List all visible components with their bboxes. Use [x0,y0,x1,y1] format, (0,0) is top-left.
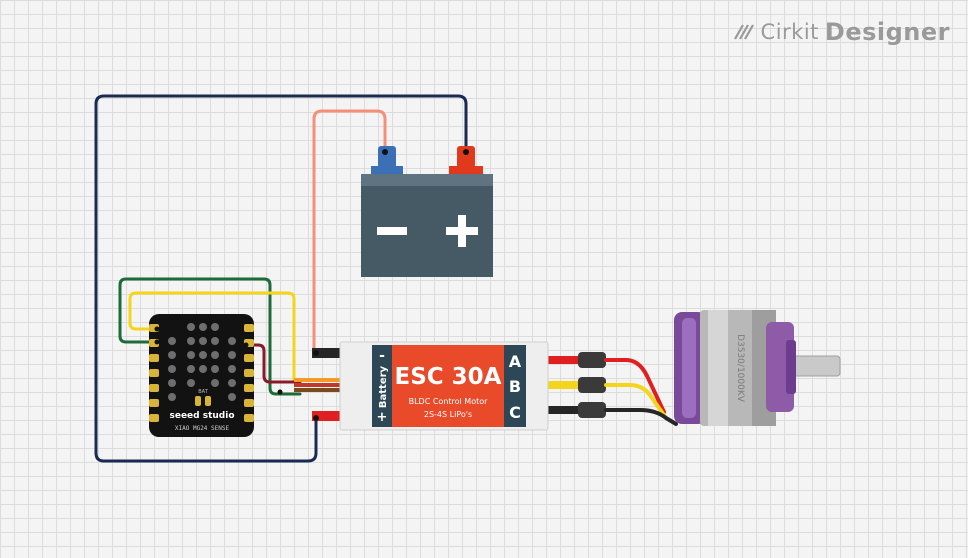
battery-top-plate [361,174,493,186]
esc-lead-brown [294,388,342,392]
esc-phase-strip [504,345,526,427]
battery-plus-sign-v [458,215,466,247]
board-brand: seeed studio [169,411,234,421]
cirkit-designer-logo: Cirkit Designer [733,18,950,46]
wire-battery-positive-to-esc[interactable] [94,94,468,463]
board-bat-label: BAT [198,389,208,395]
board-pin-5v[interactable] [243,342,249,348]
esc-pin-signal-joint[interactable] [277,389,283,395]
wires [94,94,678,463]
board-model: XIAO MG24 SENSE [175,425,230,432]
board-left-pads [149,324,159,422]
logo-product: Designer [824,18,950,46]
esc-lead-red-signal [294,383,342,387]
wire-maroon-signal[interactable] [244,343,302,384]
board-bat-pad-left [195,396,201,406]
wire-yellow-signal[interactable] [128,291,302,384]
battery-terminal-positive-base [449,166,483,174]
board-body [149,314,254,437]
board-pin-d0[interactable] [154,326,160,332]
esc-lead-battery-red [312,411,342,421]
esc-phase-b: B [509,377,521,396]
battery-minus-sign [377,227,407,235]
battery-terminal-negative[interactable] [378,146,396,168]
bullet-connector-a [578,352,606,368]
motor-wire-yellow[interactable] [604,383,668,420]
esc-module[interactable]: - Battery + ESC 30A BLDC Control Motor 2… [313,341,549,431]
board-bat-pad-right [205,396,211,406]
xiao-mg24-sense-board[interactable]: BAT seeed studio XIAO MG24 SENSE [149,314,283,437]
logo-brand: Cirkit [760,20,819,44]
battery[interactable] [361,146,493,277]
esc-spec: 2S-4S LiPo's [424,410,472,419]
board-pad-grid [168,323,236,401]
esc-lead-battery-black [312,348,342,358]
cirkit-logo-icon [733,24,754,40]
esc-pin-battery-negative[interactable] [313,350,319,356]
battery-terminal-negative-base [371,166,403,174]
esc-pin-battery-positive[interactable] [313,415,319,421]
esc-title: ESC 30A [395,364,502,390]
esc-lead-orange [294,378,342,382]
motor-wire-black[interactable] [604,408,678,426]
esc-phase-a: A [509,352,522,371]
esc-side-plus: + [377,410,388,425]
esc-side-minus: - [379,348,385,364]
esc-battery-strip [372,345,392,427]
board-pin-d1[interactable] [154,339,160,345]
motor-can-highlight [708,310,728,426]
bullet-connector-c [578,402,606,418]
battery-pin-negative[interactable] [382,149,388,155]
motor-shaft [789,355,841,377]
esc-red-panel [392,345,504,427]
esc-phase-c: C [509,403,521,422]
esc-phase-lead-black [548,406,588,414]
esc-side-label: Battery [378,365,389,408]
esc-phase-lead-red [548,356,588,364]
motor-wire-red[interactable] [604,358,666,414]
esc-subtitle: BLDC Control Motor [409,397,489,406]
esc-phase-lead-yellow [548,381,588,389]
board-right-pads [244,324,254,422]
motor-front-boss [786,340,796,394]
bldc-motor[interactable]: D3530/1000KV [674,310,841,426]
motor-label: D3530/1000KV [735,334,745,403]
battery-pin-positive[interactable] [463,149,469,155]
battery-terminal-positive[interactable] [457,146,475,168]
bullet-connector-b [578,377,606,393]
motor-rear-ring [682,318,696,418]
wire-battery-negative-to-esc[interactable] [312,109,387,356]
wire-green-signal[interactable] [118,277,302,396]
